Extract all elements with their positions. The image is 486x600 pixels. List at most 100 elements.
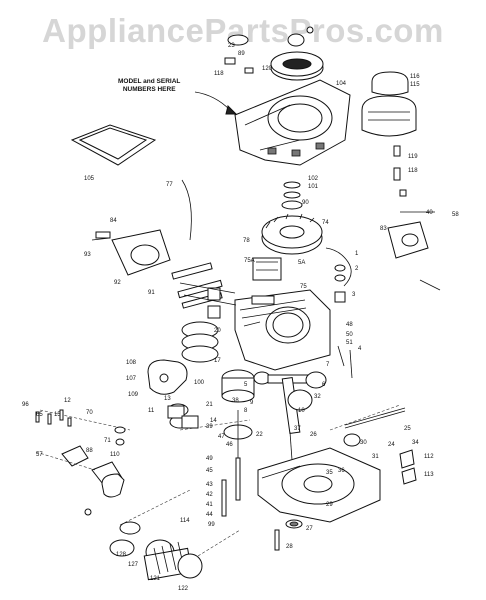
intake-tube [171,262,223,309]
callout-11: 11 [148,408,155,414]
callout-114: 114 [180,518,190,524]
callout-51: 51 [346,340,353,346]
callout-84: 84 [110,218,117,224]
callout-28: 28 [286,544,293,550]
callout-90: 90 [302,200,309,206]
callout-104: 104 [336,81,347,87]
callout-112: 112 [424,454,434,460]
callout-48: 48 [346,322,353,328]
callout-102: 102 [308,176,319,182]
callout-3: 3 [352,292,356,298]
callout-31: 31 [372,454,379,460]
callout-30: 30 [360,440,367,446]
callout-91: 91 [148,290,155,296]
leader-line-3 [119,489,191,526]
note-arrow-head [225,105,238,115]
callout-44: 44 [206,512,213,518]
callout-41: 41 [206,502,213,508]
callout-99: 99 [208,522,215,528]
flywheel [261,213,323,255]
bottom-bolt [274,529,280,551]
callout-108: 108 [126,360,137,366]
callout-25: 25 [404,426,411,432]
callout-119: 119 [408,154,418,160]
model-serial-note-line2: NUMBERS HERE [122,86,176,93]
callout-113: 113 [424,472,434,478]
leader-line-6 [197,529,241,557]
callout-93: 93 [84,252,91,258]
callout-20: 20 [214,328,221,334]
blower-housing [234,79,351,166]
leader-line-5 [329,404,401,431]
callout-22: 22 [256,432,263,438]
callout-109: 109 [128,392,139,398]
fuel-cap-parts [84,461,125,516]
callout-50: 50 [346,332,353,338]
callout-5: 5 [244,382,248,388]
callout-15: 15 [54,412,61,418]
governor-shaft [343,407,406,447]
crankshaft [281,377,313,461]
callout-4: 4 [358,346,362,352]
callout-36: 36 [338,468,345,474]
callout-labels: 23 89 118 120 104 116 115 105 77 102 101… [22,43,459,592]
note-arrow [194,91,231,111]
callout-14: 14 [210,418,217,424]
callout-35: 35 [326,470,333,476]
callout-65: 65 [36,412,43,418]
callout-47: 47 [218,434,225,440]
callout-1: 1 [355,251,359,257]
callout-122: 122 [178,586,189,592]
sump-bolts [221,457,241,517]
tappet-cover [167,405,199,429]
callout-118b: 118 [408,168,418,174]
callout-17: 17 [214,358,221,364]
callout-40: 40 [426,210,433,216]
callout-32: 32 [314,394,321,400]
callout-88: 88 [86,448,93,454]
callout-26: 26 [310,432,317,438]
callout-77: 77 [166,182,173,188]
callout-127: 127 [128,562,139,568]
starter-pulley-parts [227,26,314,47]
model-serial-note: MODEL and SERIAL NUMBERS HERE [118,78,180,94]
callout-39: 39 [206,424,213,430]
crankcase-sump [257,447,381,523]
callout-128: 128 [116,552,127,558]
muffler [147,359,188,395]
callout-96: 96 [22,402,29,408]
governor-parts-stack [334,264,346,303]
callout-71: 71 [104,438,111,444]
callout-92: 92 [114,280,121,286]
callout-49: 49 [206,456,213,462]
callout-118a: 118 [214,71,224,77]
callout-24: 24 [388,442,395,448]
callout-58: 58 [452,212,459,218]
callout-115: 115 [410,82,420,88]
callout-29: 29 [326,502,333,508]
callout-75: 75 [300,284,307,290]
callout-83: 83 [380,226,387,232]
ignition-coil [252,257,282,281]
callout-9: 9 [250,400,254,406]
callout-46: 46 [226,442,233,448]
callout-100: 100 [194,380,205,386]
flywheel-nut-stack [281,181,303,210]
callout-89: 89 [238,51,245,57]
callout-75A: 75A [244,258,255,264]
carburetor [91,229,171,276]
callout-105: 105 [84,176,95,182]
callout-37: 37 [294,426,301,432]
leader-line-2 [35,451,96,471]
callout-70: 70 [86,410,93,416]
callout-2: 2 [355,266,359,272]
callout-34: 34 [412,440,419,446]
callout-5A: 5A [298,260,305,266]
baffle-plate [70,124,157,166]
rewind-starter [224,51,324,81]
callout-12: 12 [64,398,71,404]
callout-27: 27 [306,526,313,532]
starter-cup [109,521,141,557]
leader-line-1 [39,409,131,431]
